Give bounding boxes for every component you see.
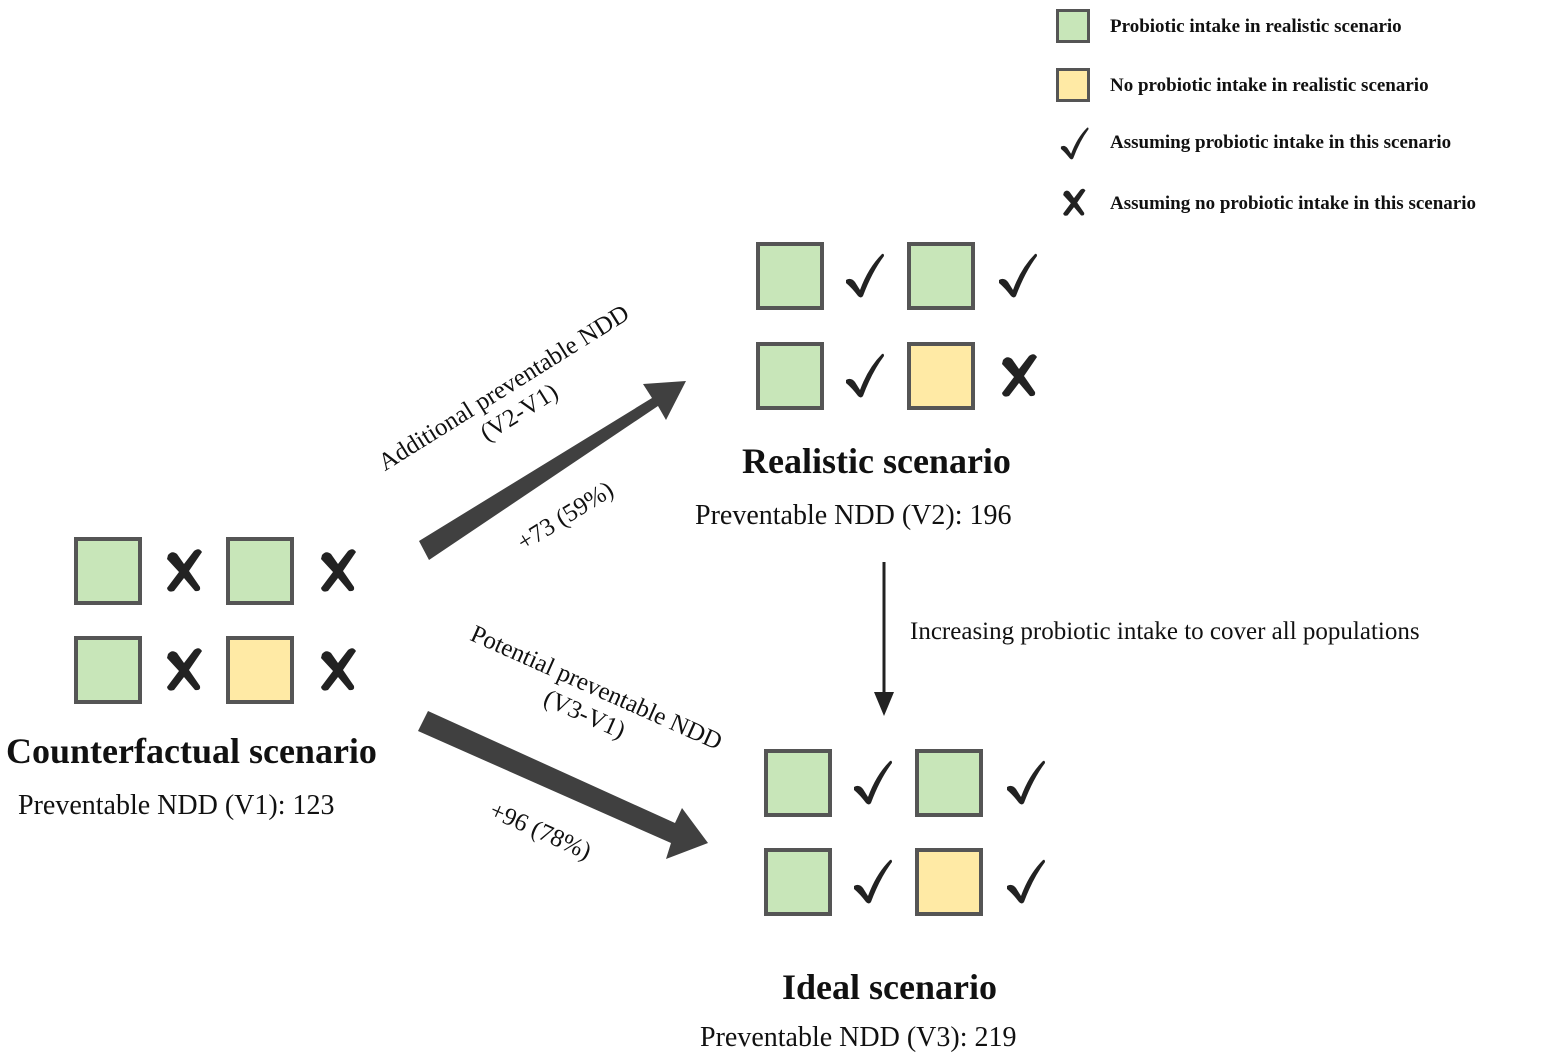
counterfactual-square-2 xyxy=(226,537,294,605)
legend-label-green: Probiotic intake in realistic scenario xyxy=(1110,16,1402,37)
cross-icon xyxy=(162,644,206,694)
ideal-value: Preventable NDD (V3): 219 xyxy=(700,1022,1017,1053)
counterfactual-value: Preventable NDD (V1): 123 xyxy=(18,790,335,821)
increase-label: Increasing probiotic intake to cover all… xyxy=(910,618,1420,645)
check-icon xyxy=(1003,856,1047,906)
counterfactual-square-1 xyxy=(74,537,142,605)
additional-label-sub: (V2-V1) xyxy=(475,378,563,447)
legend-label-yellow: No probiotic intake in realistic scenari… xyxy=(1110,75,1429,96)
cross-icon xyxy=(316,545,360,595)
legend-green-square xyxy=(1056,9,1090,43)
check-icon xyxy=(842,350,886,400)
ideal-square-1 xyxy=(764,749,832,817)
ideal-square-3 xyxy=(764,848,832,916)
counterfactual-title: Counterfactual scenario xyxy=(6,731,377,771)
counterfactual-square-4 xyxy=(226,636,294,704)
potential-change: +96 (78%) xyxy=(485,796,596,866)
realistic-square-2 xyxy=(907,242,975,310)
check-icon xyxy=(850,757,894,807)
counterfactual-square-3 xyxy=(74,636,142,704)
realistic-square-1 xyxy=(756,242,824,310)
check-icon xyxy=(850,856,894,906)
ideal-title: Ideal scenario xyxy=(782,967,997,1007)
legend-cross-icon xyxy=(1060,186,1088,218)
cross-icon xyxy=(162,545,206,595)
check-icon xyxy=(1003,757,1047,807)
cross-icon xyxy=(316,644,360,694)
realistic-value: Preventable NDD (V2): 196 xyxy=(695,500,1012,531)
additional-label: Additional preventable NDD (V2-V1) xyxy=(374,300,651,503)
realistic-square-3 xyxy=(756,342,824,410)
cross-icon xyxy=(997,350,1041,400)
additional-label-text: Additional preventable NDD xyxy=(373,299,635,477)
additional-change: +73 (59%) xyxy=(512,476,619,557)
legend-label-cross: Assuming no probiotic intake in this sce… xyxy=(1110,193,1476,214)
potential-label: Potential preventable NDD (V3-V1) xyxy=(454,620,726,783)
realistic-title: Realistic scenario xyxy=(742,441,1011,481)
ideal-square-4 xyxy=(915,848,983,916)
legend-yellow-square xyxy=(1056,68,1090,102)
ideal-square-2 xyxy=(915,749,983,817)
check-icon xyxy=(995,250,1039,300)
check-icon xyxy=(842,250,886,300)
realistic-square-4 xyxy=(907,342,975,410)
legend-check-icon xyxy=(1058,124,1090,162)
arrow-increase-head xyxy=(874,692,894,716)
legend-label-check: Assuming probiotic intake in this scenar… xyxy=(1110,132,1452,153)
